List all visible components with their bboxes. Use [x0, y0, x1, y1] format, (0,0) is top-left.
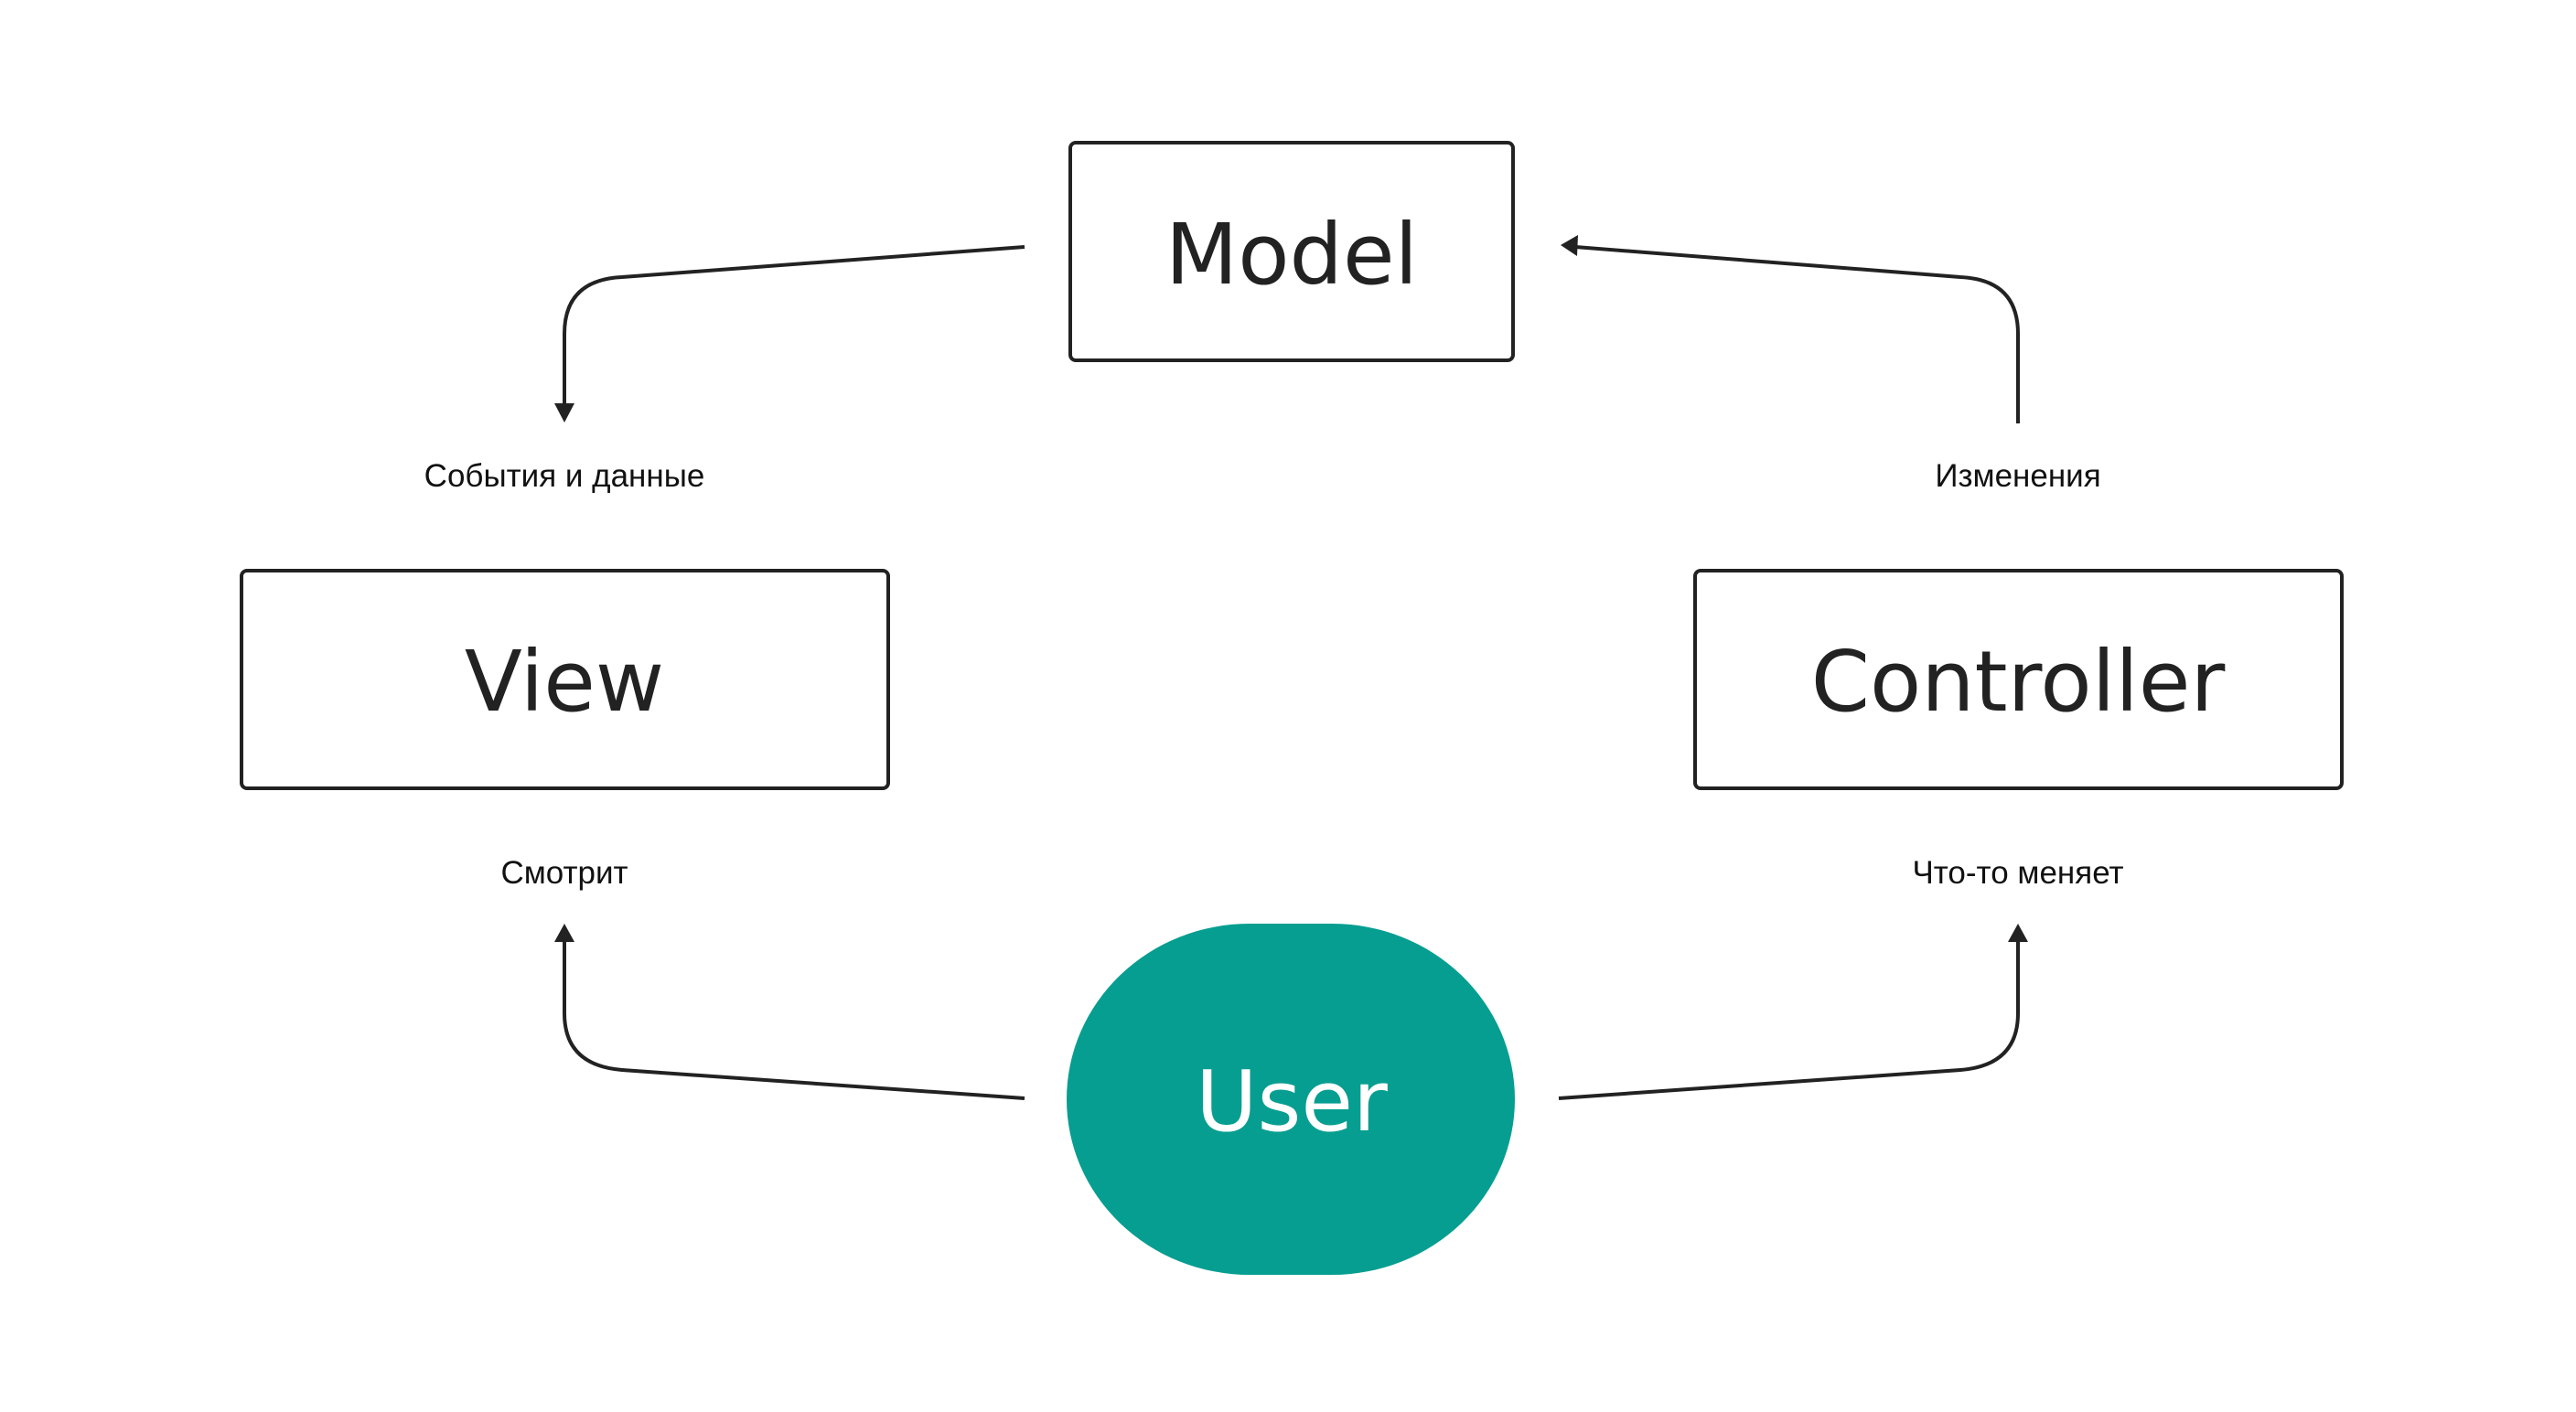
arrow-up-icon [554, 924, 574, 942]
view-label: View [465, 633, 664, 731]
model-label: Model [1165, 206, 1418, 304]
user-node: User [1067, 924, 1515, 1275]
edge-model-to-view: События и данные [424, 245, 1025, 494]
model-node: Model [1068, 141, 1515, 362]
view-node: View [240, 569, 890, 790]
controller-node: Controller [1693, 569, 2344, 790]
edge-user-to-view: Смотрит [500, 855, 1025, 1100]
edge-label-controller-to-model: Изменения [1935, 458, 2100, 494]
arrow-left-icon [1561, 235, 1578, 256]
edge-user-to-controller: Что-то меняет [1558, 855, 2124, 1100]
arrow-down-icon [554, 403, 574, 423]
arrow-up-icon [2008, 924, 2028, 942]
edge-controller-to-model: Изменения [1561, 235, 2101, 494]
edge-label-model-to-view: События и данные [424, 458, 705, 494]
controller-label: Controller [1811, 633, 2226, 731]
user-shape [1067, 924, 1515, 1275]
edge-label-user-to-view: Смотрит [500, 855, 628, 891]
edge-label-user-to-controller: Что-то меняет [1912, 855, 2123, 891]
user-label: User [1196, 1053, 1388, 1150]
